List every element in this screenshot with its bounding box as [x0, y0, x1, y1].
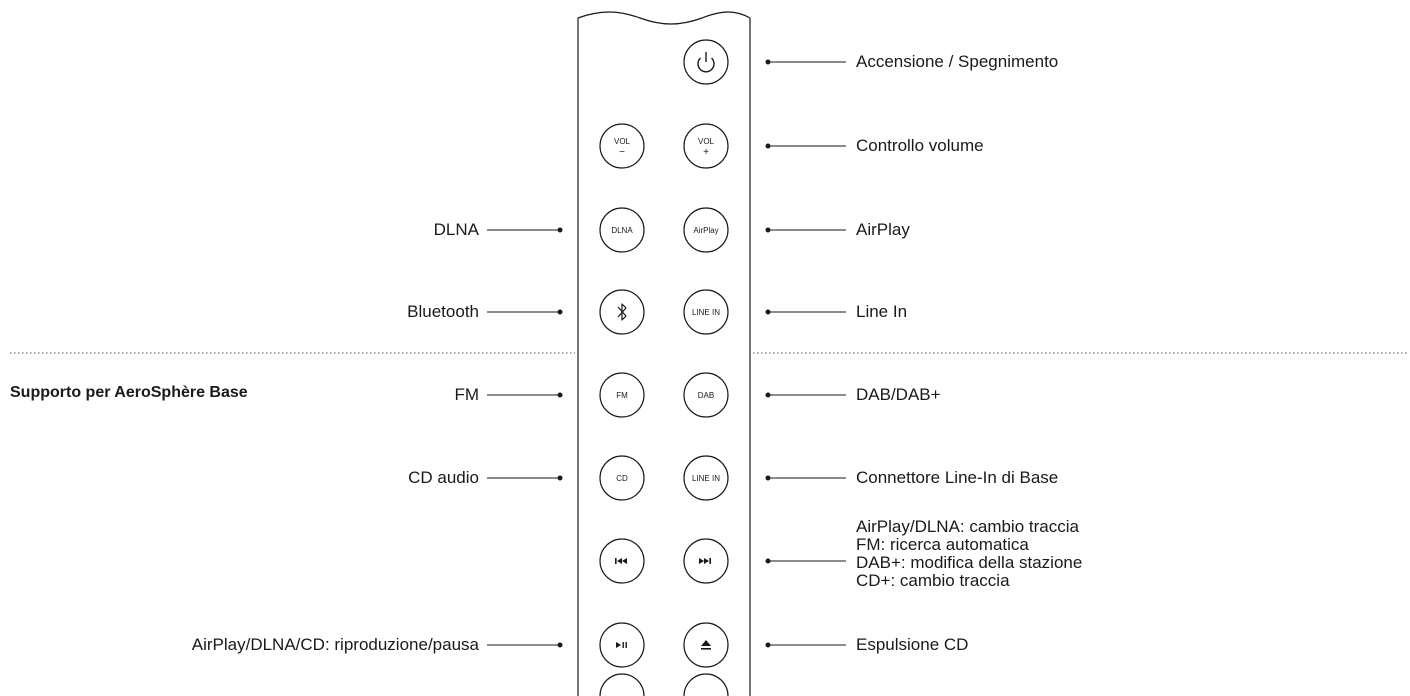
vol-plus-label: VOL [698, 137, 715, 146]
volume-up-button[interactable]: VOL + [683, 123, 729, 169]
svg-text:+: + [703, 147, 709, 158]
label-skip-line: DAB+: modifica della stazione [856, 553, 1083, 572]
next-icon [699, 558, 711, 564]
eject-icon [701, 640, 711, 650]
label-dlna: DLNA [433, 220, 479, 239]
line-in-base-button[interactable]: LINE IN [683, 455, 729, 501]
label-power: Accensione / Spegnimento [856, 52, 1059, 71]
line-in-button-label: LINE IN [692, 308, 720, 317]
play-pause-icon [616, 642, 627, 648]
label-bluetooth: Bluetooth [407, 302, 479, 321]
left-leaders [487, 227, 563, 648]
label-fm: FM [454, 385, 479, 404]
airplay-button[interactable]: AirPlay [683, 207, 729, 253]
label-play-pause: AirPlay/DLNA/CD: riproduzione/pausa [191, 635, 479, 654]
next-button[interactable] [683, 538, 729, 584]
dab-button-label: DAB [698, 391, 714, 400]
label-skip-line: FM: ricerca automatica [856, 535, 1029, 554]
label-skip-line: AirPlay/DLNA: cambio traccia [856, 517, 1079, 536]
dlna-button-label: DLNA [611, 226, 633, 235]
airplay-button-label: AirPlay [693, 226, 718, 235]
fm-button[interactable]: FM [599, 372, 645, 418]
play-pause-button[interactable] [599, 622, 645, 668]
remote-body [577, 11, 751, 696]
label-airplay: AirPlay [856, 220, 910, 239]
previous-icon [615, 558, 627, 564]
volume-down-button[interactable]: VOL − [599, 123, 645, 169]
label-dab: DAB/DAB+ [856, 385, 941, 404]
partial-button-right [683, 673, 729, 696]
label-volume: Controllo volume [856, 136, 984, 155]
dab-button[interactable]: DAB [683, 372, 729, 418]
label-line-in: Line In [856, 302, 908, 321]
label-eject: Espulsione CD [856, 635, 969, 654]
previous-button[interactable] [599, 538, 645, 584]
right-leaders [765, 59, 846, 648]
svg-text:−: − [619, 147, 625, 158]
power-icon [697, 52, 715, 73]
fm-button-label: FM [616, 391, 628, 400]
section-heading: Supporto per AeroSphère Base [10, 384, 248, 401]
cd-button[interactable]: CD [599, 455, 645, 501]
label-cd: CD audio [408, 468, 479, 487]
label-skip-group: AirPlay/DLNA: cambio traccia FM: ricerca… [856, 518, 1082, 590]
label-line-in-base: Connettore Line-In di Base [856, 468, 1059, 487]
dlna-button[interactable]: DLNA [599, 207, 645, 253]
partial-button-left [599, 673, 645, 696]
bluetooth-button[interactable] [599, 289, 645, 335]
line-in-button[interactable]: LINE IN [683, 289, 729, 335]
vol-minus-label: VOL [614, 137, 631, 146]
bluetooth-icon [617, 303, 627, 321]
power-button[interactable] [683, 39, 729, 85]
label-skip-line: CD+: cambio traccia [856, 571, 1010, 590]
eject-button[interactable] [683, 622, 729, 668]
line-in-base-button-label: LINE IN [692, 474, 720, 483]
cd-button-label: CD [616, 474, 628, 483]
